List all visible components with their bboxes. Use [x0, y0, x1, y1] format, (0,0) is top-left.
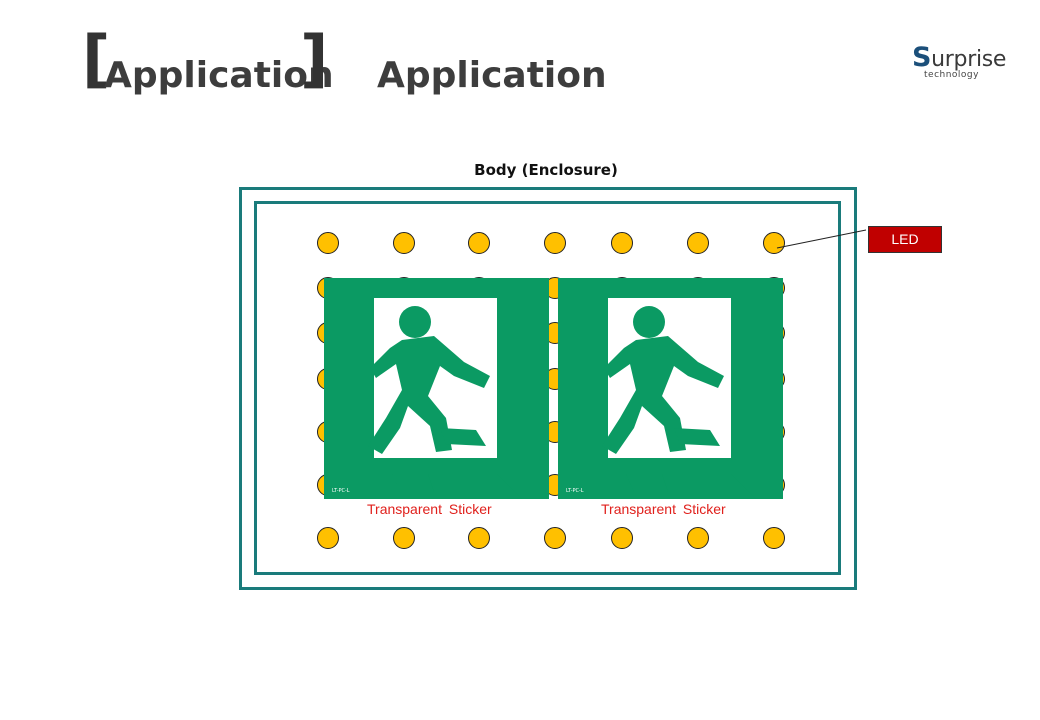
led-dot: [393, 232, 415, 254]
running-man-exit-icon: [602, 306, 724, 492]
bracketed-title: Application: [104, 55, 334, 96]
title-left-bracket: [: [82, 22, 111, 95]
led-dot: [611, 232, 633, 254]
enclosure-outer-border: [239, 187, 857, 590]
sign-code-text: LT-PC-L: [566, 488, 584, 494]
led-dot: [687, 527, 709, 549]
title-right-bracket: ]: [300, 22, 329, 95]
logo-subtitle: technology: [924, 70, 979, 80]
led-dot: [544, 527, 566, 549]
logo-initial: S: [912, 42, 932, 73]
sticker-label-right: Transparent Sticker: [601, 501, 726, 517]
led-dot: [763, 232, 785, 254]
led-dot: [763, 527, 785, 549]
body-enclosure-label: Body (Enclosure): [474, 161, 618, 179]
led-dot: [317, 232, 339, 254]
led-dot: [468, 527, 490, 549]
company-logo: Surprise technology: [912, 42, 1007, 80]
led-callout-label: LED: [868, 226, 942, 253]
sticker-label-left: Transparent Sticker: [367, 501, 492, 517]
enclosure-inner-border: [254, 201, 841, 575]
exit-sign-left: LT-PC-L: [324, 278, 549, 499]
led-dot: [544, 232, 566, 254]
led-dot: [393, 527, 415, 549]
led-dot: [317, 527, 339, 549]
page-title: Application: [377, 55, 607, 96]
led-dot: [611, 527, 633, 549]
exit-sign-right: LT-PC-L: [558, 278, 783, 499]
led-dot: [468, 232, 490, 254]
logo-wordmark: urprise: [931, 47, 1007, 72]
sign-code-text: LT-PC-L: [332, 488, 350, 494]
led-dot: [687, 232, 709, 254]
running-man-exit-icon: [368, 306, 490, 492]
